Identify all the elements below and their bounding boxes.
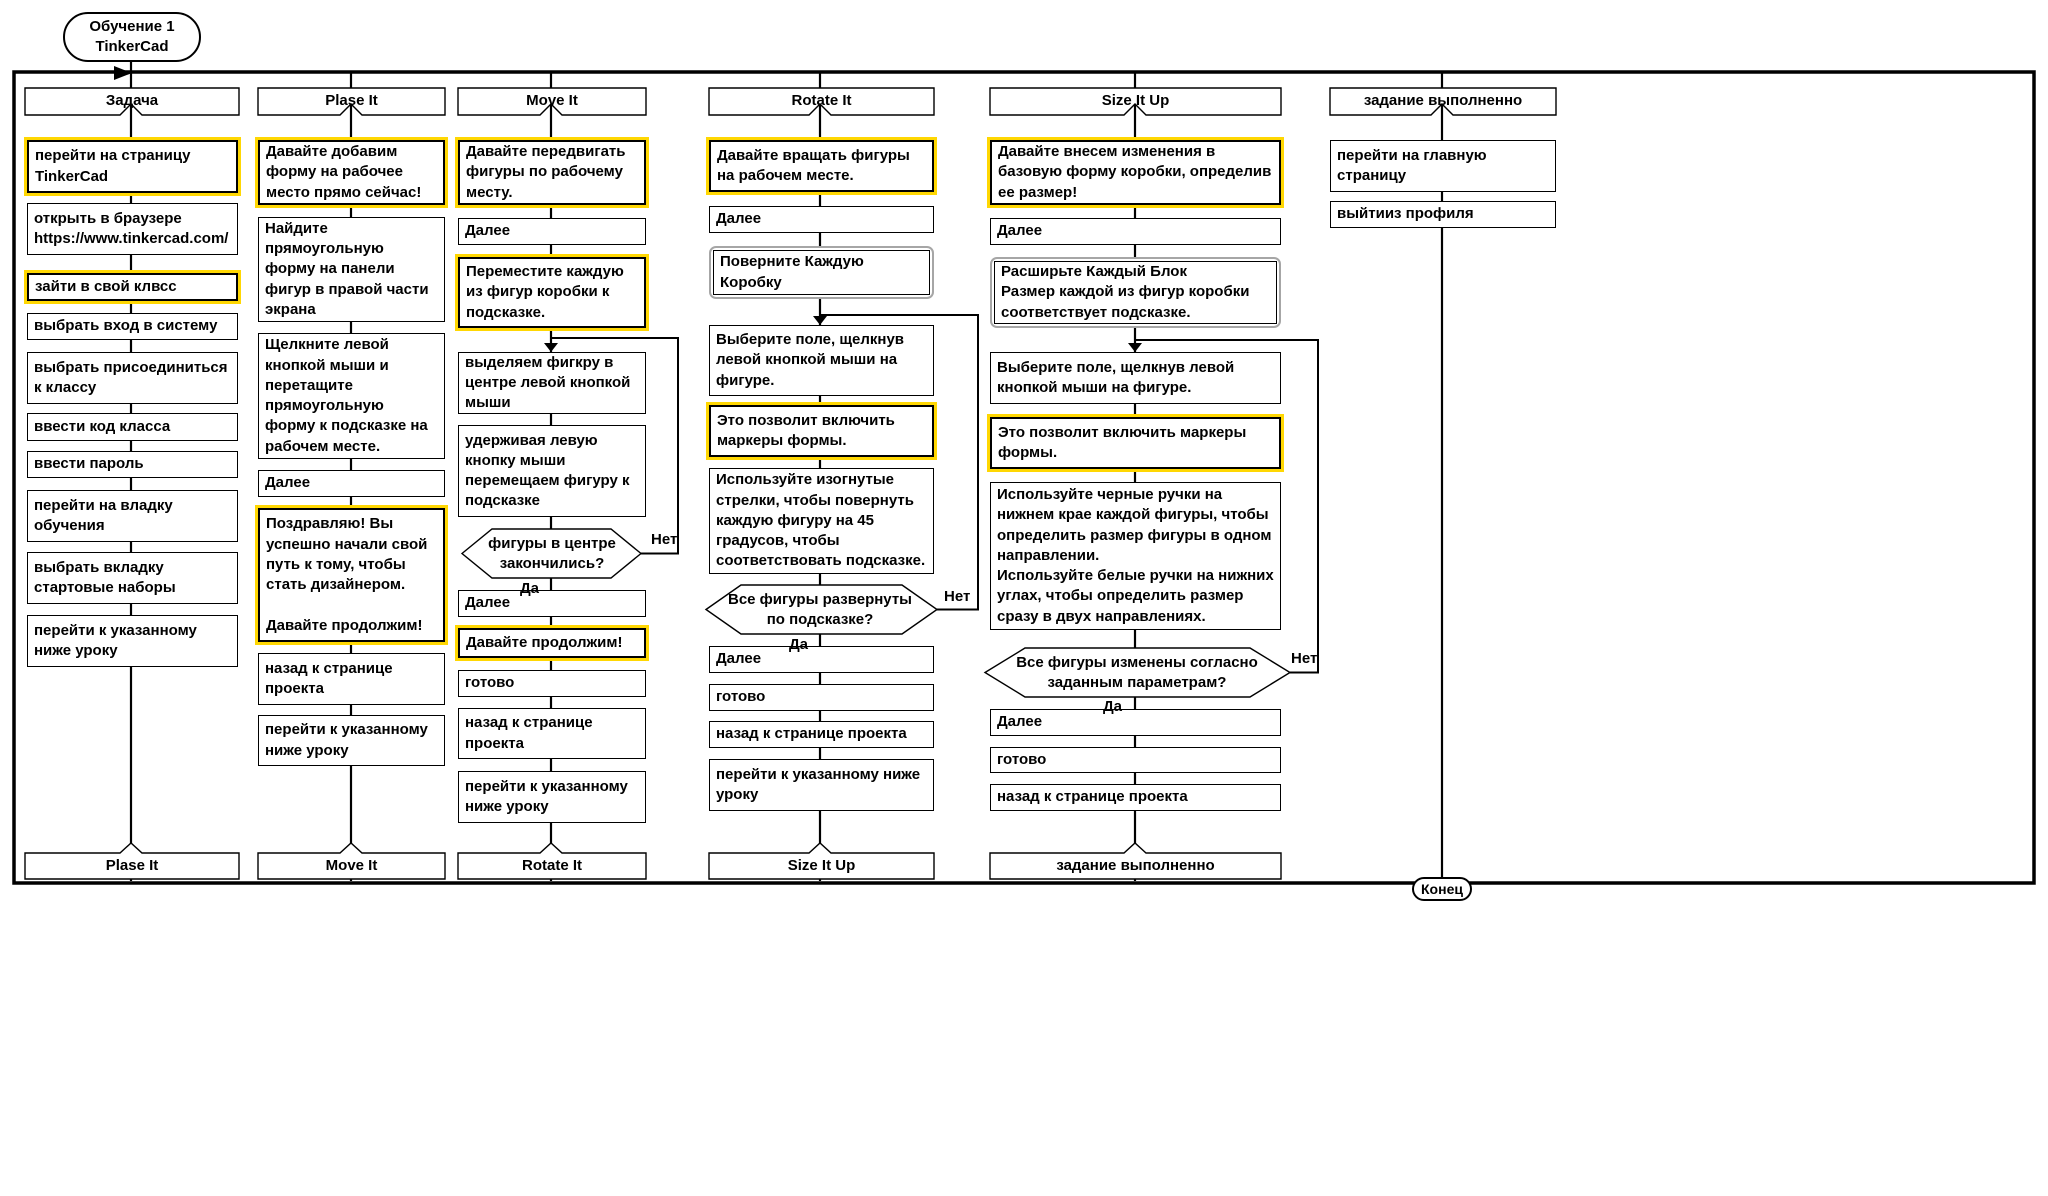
flow-step: Далее [709,646,934,673]
flow-step: Далее [458,590,646,617]
start-arrowhead-icon [114,66,132,80]
branch-label-yes: Да [789,636,809,653]
column-header: Move It [526,91,578,109]
subprocess-label: Расширьте Каждый Блок Размер каждой из ф… [994,261,1277,324]
column-footer: Plase It [105,856,159,874]
merge-arrowheads [544,316,1142,352]
column-footer: Move It [325,856,378,874]
flow-step: Далее [458,218,646,245]
flow-step: перейти на владку обучения [27,490,238,542]
flow-step: готово [990,747,1281,773]
branch-label-yes: Да [1103,698,1123,715]
flow-step: ввести пароль [27,451,238,478]
flow-step: Переместите каждую из фигур коробки к по… [458,257,646,328]
flow-step: перейти на страницу TinkerCad [27,140,238,193]
column-header: Rotate It [791,91,852,109]
flow-step: ввести код класса [27,413,238,441]
flow-step: Это позволит включить маркеры формы. [709,405,934,457]
flow-step: готово [458,670,646,697]
branch-label-no: Нет [944,588,971,605]
decision-hexagon-shapes [460,528,1292,698]
flow-step: выйтииз профиля [1330,201,1556,228]
flow-step-subprocess: Поверните Каждую Коробку [709,246,934,299]
outer-border [12,70,2036,885]
flow-step: готово [709,684,934,711]
flow-step: назад к странице проекта [458,708,646,759]
flow-step: Выберите поле, щелкнув левой кнопкой мыш… [709,325,934,396]
start-node: Обучение 1 TinkerCad [63,12,201,62]
flow-step: Используйте черные ручки на нижнем крае … [990,482,1281,630]
branch-label-no: Нет [1291,650,1318,667]
flow-step: выделяем фигкру в центре левой кнопкой м… [458,352,646,414]
branch-label-no: Нет [651,531,678,548]
flow-step: выбрать вкладку стартовые наборы [27,552,238,604]
flow-step: перейти на главную страницу [1330,140,1556,192]
subprocess-label: Поверните Каждую Коробку [713,250,930,295]
column-header: задание выполненно [1363,91,1523,109]
flow-step: Выберите поле, щелкнув левой кнопкой мыш… [990,352,1281,404]
flow-step: назад к странице проекта [258,653,445,705]
flow-step: Поздравляю! Вы успешно начали свой путь … [258,508,445,642]
flow-step: перейти к указанному ниже уроку [258,715,445,766]
decision-hexagon: фигуры в центре закончились? [488,535,616,572]
column-footer: задание выполненно [1056,856,1215,874]
flow-step: Далее [258,470,445,497]
flow-step: выбрать присоединиться к классу [27,352,238,404]
column-header: Задача [105,91,159,109]
loop-lines [550,314,1319,674]
column-header: Plase It [325,91,378,109]
header-banner-shapes [24,87,1557,116]
flow-step: Используйте изогнутые стрелки, чтобы пов… [709,468,934,574]
end-node: Конец [1412,877,1472,901]
flow-step: Давайте вращать фигуры на рабочем месте. [709,140,934,192]
flow-step: Далее [990,218,1281,245]
column-header: Size It Up [1101,91,1170,109]
flow-step: Давайте добавим форму на рабочее место п… [258,140,445,205]
flow-step-subprocess: Расширьте Каждый Блок Размер каждой из ф… [990,257,1281,328]
decision-hexagon: Все фигуры изменены согласно заданным па… [1016,654,1258,691]
column-footer: Size It Up [787,856,856,874]
flow-step: Найдите прямоугольную форму на панели фи… [258,217,445,322]
flow-step: Это позволит включить маркеры формы. [990,417,1281,469]
flow-step: назад к странице проекта [709,721,934,748]
flow-step: назад к странице проекта [990,784,1281,811]
flow-step: Щелкните левой кнопкой мыши и перетащите… [258,333,445,459]
flow-step: перейти к указанному ниже уроку [709,759,934,811]
flow-step: открыть в браузере https://www.tinkercad… [27,203,238,255]
branch-label-yes: Да [520,580,540,597]
flow-step: Давайте продолжим! [458,628,646,658]
flow-step: перейти к указанному ниже уроку [27,615,238,667]
flow-step: Далее [990,709,1281,736]
footer-banner-shapes [24,842,1282,880]
flow-step: Давайте внесем изменения в базовую форму… [990,140,1281,205]
flow-step: Далее [709,206,934,233]
flow-step: Давайте передвигать фигуры по рабочему м… [458,140,646,205]
flow-step: выбрать вход в систему [27,313,238,340]
flow-step: зайти в свой клвсс [27,273,238,301]
flow-step: удерживая левую кнопку мыши перемещаем ф… [458,425,646,517]
decision-hexagon: Все фигуры развернуты по подсказке? [728,591,912,628]
flow-step: перейти к указанному ниже уроку [458,771,646,823]
column-footer: Rotate It [522,856,582,874]
